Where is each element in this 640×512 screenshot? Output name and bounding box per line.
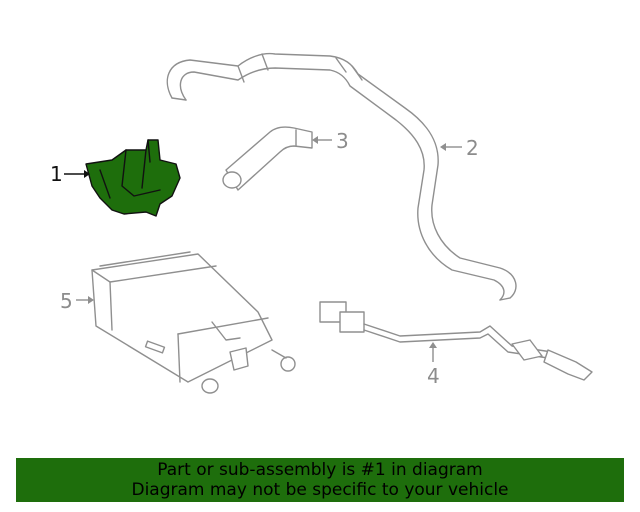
banner-line-1: Part or sub-assembly is #1 in diagram (157, 460, 483, 480)
parts-diagram: 1 2 3 4 5 (50, 52, 593, 394)
callout-4-label[interactable]: 4 (427, 364, 440, 388)
callout-2-label[interactable]: 2 (466, 136, 479, 160)
sensor-part-4[interactable] (319, 301, 593, 381)
callout-1-label[interactable]: 1 (50, 162, 63, 186)
callout-5-arrowhead (88, 296, 94, 304)
hose-part-2[interactable] (166, 52, 517, 301)
callout-2-arrowhead (440, 143, 446, 151)
callout-3-arrowhead (312, 136, 318, 144)
callout-1-arrowhead (84, 170, 90, 178)
banner-line-2: Diagram may not be specific to your vehi… (131, 480, 509, 500)
hose-part-3[interactable] (222, 126, 313, 191)
callout-4-arrowhead (429, 342, 437, 348)
callout-3-label[interactable]: 3 (336, 129, 349, 153)
canister-part-5[interactable] (91, 251, 296, 394)
callout-5-label[interactable]: 5 (60, 289, 73, 313)
part-info-banner: Part or sub-assembly is #1 in diagram Di… (16, 458, 624, 502)
valve-part-1[interactable] (85, 139, 181, 217)
